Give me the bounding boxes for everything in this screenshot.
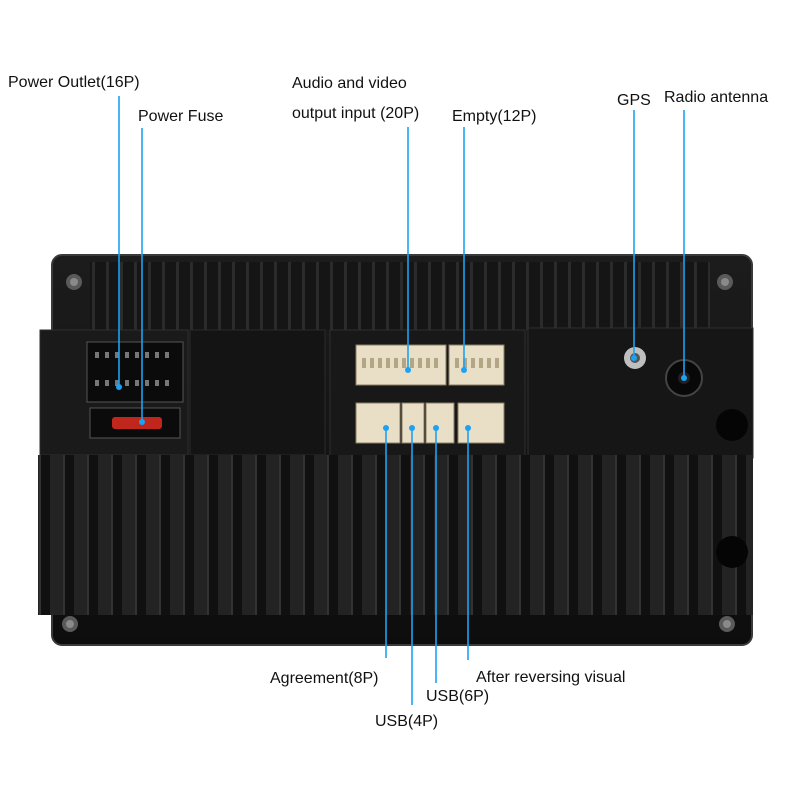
reversing-connector xyxy=(457,402,505,444)
empty-label: Empty(12P) xyxy=(452,108,537,125)
mount-hole xyxy=(716,409,748,441)
usb-4p-label: USB(4P) xyxy=(375,713,439,730)
power-outlet-label: Power Outlet(16P) xyxy=(8,74,140,91)
fuse-icon xyxy=(112,417,162,429)
av-connector-20p xyxy=(355,344,447,386)
usb-6p-label: USB(6P) xyxy=(426,688,490,705)
antenna-plate xyxy=(527,327,754,459)
usb-connector-4p xyxy=(401,402,425,444)
gps-socket-icon xyxy=(624,347,646,369)
power-outlet-socket xyxy=(86,341,184,403)
av-label-line2: output input (20P) xyxy=(292,105,420,122)
blank-plate xyxy=(189,329,326,456)
av-label-line1: Audio and video xyxy=(292,75,407,92)
gps-label: GPS xyxy=(617,92,651,109)
radio-antenna-socket-icon xyxy=(665,359,703,397)
screw-icon xyxy=(66,274,82,290)
screw-icon xyxy=(717,274,733,290)
usb-connector-6p xyxy=(425,402,455,444)
top-heatsink-fins xyxy=(90,262,710,330)
agreement-label: Agreement(8P) xyxy=(270,670,379,687)
screw-icon xyxy=(719,616,735,632)
screw-icon xyxy=(62,616,78,632)
mount-hole xyxy=(716,536,748,568)
radio-antenna-label: Radio antenna xyxy=(664,89,769,106)
agreement-connector-8p xyxy=(355,402,401,444)
after-reversing-label: After reversing visual xyxy=(476,669,626,686)
bottom-heatsink-fins xyxy=(38,455,753,615)
power-fuse-label: Power Fuse xyxy=(138,108,224,125)
